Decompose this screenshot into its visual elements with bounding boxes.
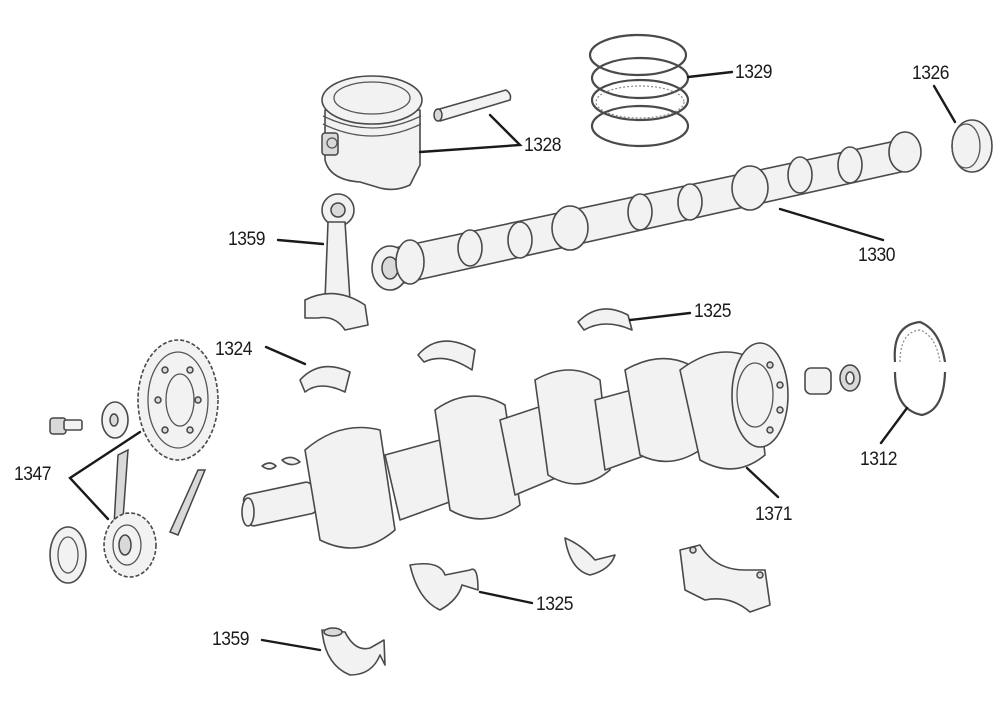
leader-1371 [745,466,780,499]
rod-bearing-shell-illustration [417,340,476,371]
leader-1359a [276,238,325,246]
washer-illustration [101,401,129,439]
callout-1347: 1347 [14,464,52,485]
timing-gear-large-illustration [137,339,219,461]
leader-1326 [932,84,957,124]
pilot-bushing-illustration [804,364,861,395]
wrist-pin-illustration [433,89,512,122]
callout-1359-cap: 1359 [212,629,250,650]
bolt-illustration [49,417,83,435]
callout-1326: 1326 [912,63,950,84]
callout-1312: 1312 [860,449,898,470]
leader-1312 [879,406,909,445]
leader-1325a [628,311,692,322]
connecting-rod-cap-illustration [321,627,386,676]
piston-rings-illustration [588,33,690,148]
leader-1325b [478,590,534,605]
callout-1325-upper: 1325 [694,301,732,322]
main-bearing-upper-illustration [577,308,633,331]
callout-1324: 1324 [215,339,253,360]
callout-1328: 1328 [524,135,562,156]
callout-1330: 1330 [858,245,896,266]
leader-1329 [686,70,734,79]
leader-1328 [418,113,523,154]
connecting-rod-illustration [304,193,369,331]
leader-1330 [778,207,885,242]
camshaft-bearing-illustration [951,119,993,173]
crankshaft-illustration [241,342,789,549]
callout-1371: 1371 [755,504,793,525]
piston-illustration [321,75,423,191]
main-bearing-lower-illustration [409,562,479,611]
leader-lines [68,70,957,652]
callout-1359-rod: 1359 [228,229,266,250]
timing-gear-small-illustration [103,512,157,578]
callout-1325-lower: 1325 [536,594,574,615]
camshaft-illustration [371,131,922,291]
rod-bearing-illustration [299,365,351,393]
main-bearing-shell-illustration [564,537,616,576]
leader-1359b [260,638,322,652]
leader-1347 [68,430,142,521]
crank-seal-illustration [49,526,87,584]
rear-main-seal-illustration [893,320,947,417]
leader-1324 [264,345,307,366]
main-bearing-cap-illustration [679,544,771,613]
callout-1329: 1329 [735,62,773,83]
